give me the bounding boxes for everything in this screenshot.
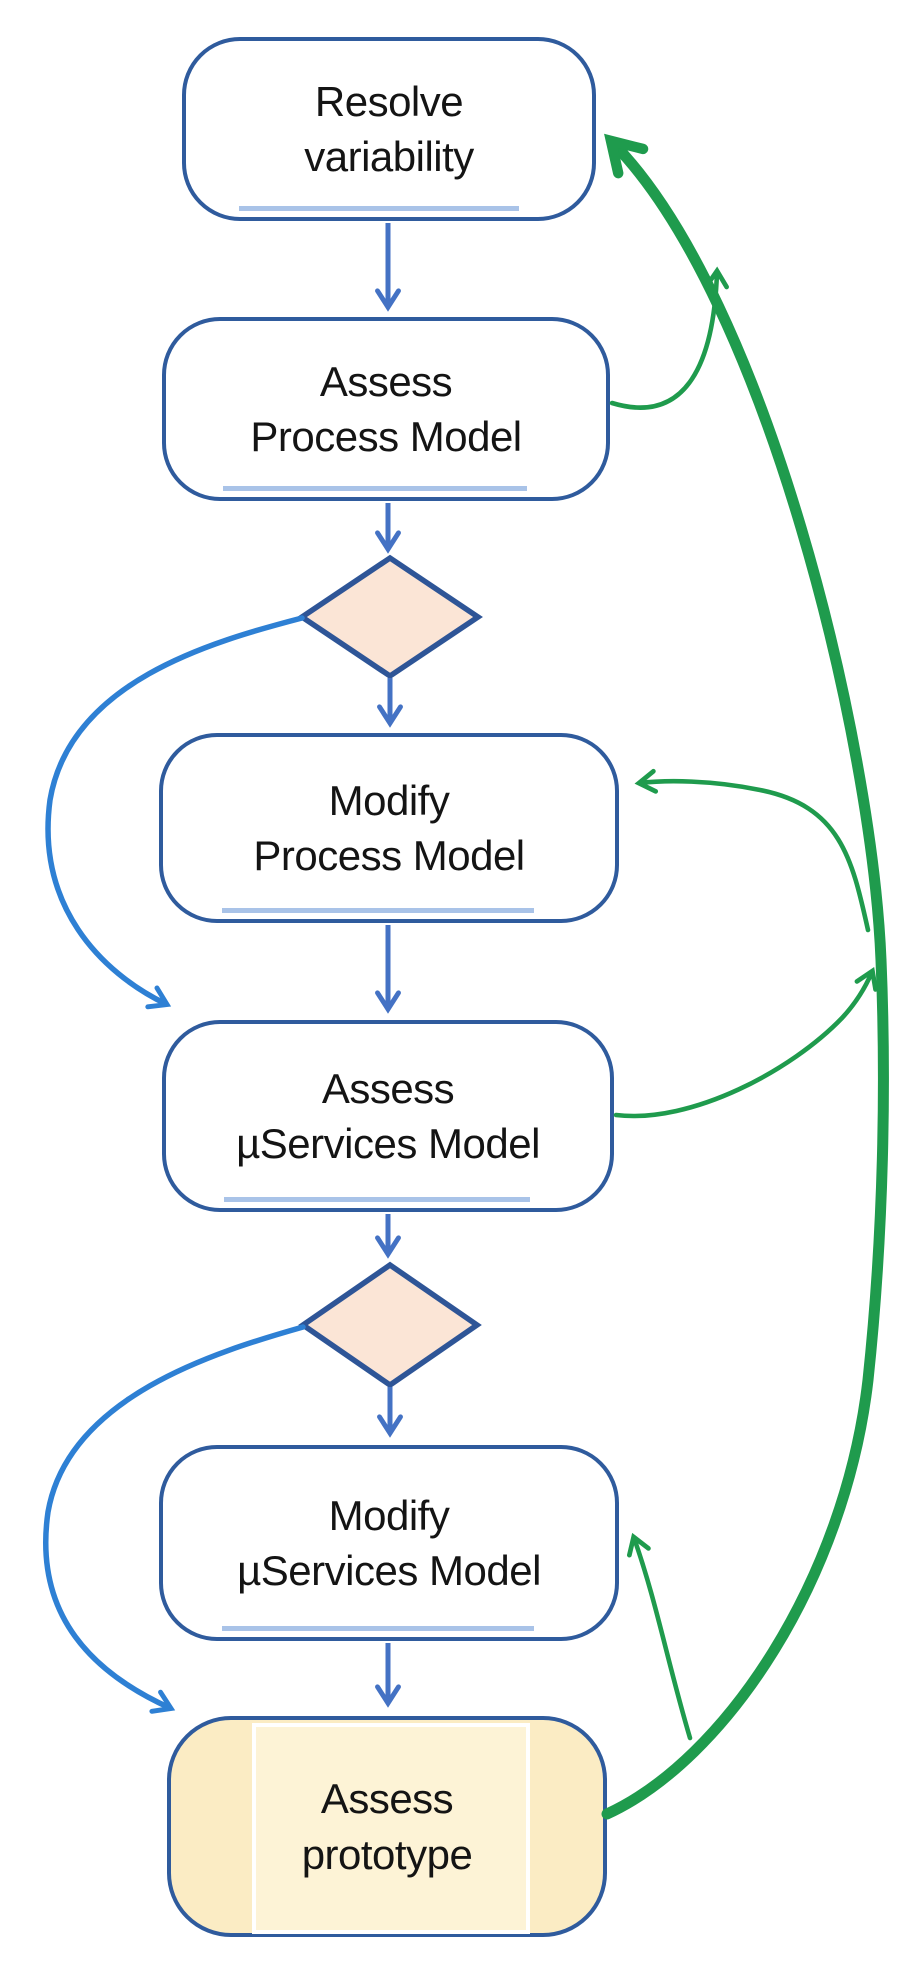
node-assess-process-model-label: Assess Process Model bbox=[250, 357, 522, 460]
decision-diamond-1 bbox=[297, 554, 483, 680]
node-resolve-variability-label: Resolve variability bbox=[304, 77, 474, 180]
node-modify-uservices-model: Modify µServices Model bbox=[159, 1445, 619, 1641]
node-assess-process-model: Assess Process Model bbox=[162, 317, 610, 501]
node-modify-uservices-model-label: Modify µServices Model bbox=[237, 1491, 541, 1594]
connector-highlight bbox=[238, 206, 519, 211]
node-modify-process-model-label: Modify Process Model bbox=[253, 776, 525, 879]
node-assess-uservices-model-label: Assess µServices Model bbox=[236, 1064, 540, 1167]
inner-highlight-rect bbox=[252, 1723, 530, 1934]
edge-prototype-to-resolve bbox=[601, 133, 889, 1820]
decision-diamond-2 bbox=[298, 1261, 482, 1389]
node-assess-prototype: Assess prototype bbox=[167, 1716, 607, 1937]
node-assess-uservices-model: Assess µServices Model bbox=[162, 1020, 614, 1212]
edge-loop-to-modify-pm bbox=[634, 768, 871, 933]
connector-highlight bbox=[221, 1626, 534, 1631]
node-resolve-variability: Resolve variability bbox=[182, 37, 596, 221]
edge-assess-us-to-loop bbox=[613, 966, 878, 1119]
node-modify-process-model: Modify Process Model bbox=[159, 733, 619, 923]
node-assess-prototype-label: Assess prototype bbox=[301, 1775, 473, 1878]
edge-assess-pm-feedback-up bbox=[609, 266, 729, 410]
connector-highlight bbox=[221, 908, 534, 913]
edge-loop-to-modify-us bbox=[626, 1532, 693, 1741]
connector-highlight bbox=[223, 1197, 531, 1202]
connector-highlight bbox=[223, 486, 527, 491]
